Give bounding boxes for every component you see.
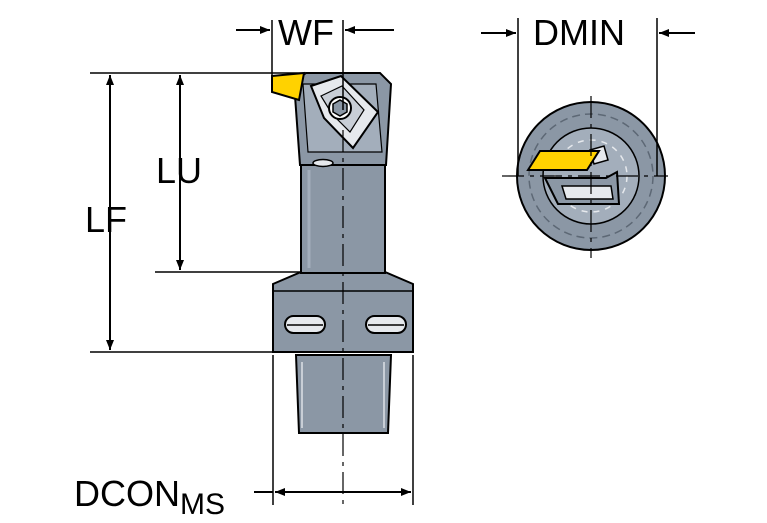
- side-view: [90, 20, 414, 505]
- flange-slot-right: [365, 315, 407, 334]
- shank: [294, 354, 393, 434]
- clamp-screw-icon: [328, 96, 352, 120]
- label-wf: WF: [278, 12, 334, 53]
- label-dcon-subscript: MS: [180, 488, 225, 521]
- flange-slot-left: [284, 315, 326, 334]
- end-view: [481, 18, 695, 258]
- coolant-hole: [312, 158, 334, 168]
- label-lu: LU: [156, 150, 202, 191]
- end-view-insert: [526, 150, 601, 171]
- label-dmin: DMIN: [533, 12, 625, 53]
- label-lf: LF: [85, 199, 127, 240]
- label-dcon-main: DCON: [74, 473, 180, 514]
- label-dcon: DCONMS: [74, 473, 225, 521]
- cutting-insert: [271, 71, 306, 102]
